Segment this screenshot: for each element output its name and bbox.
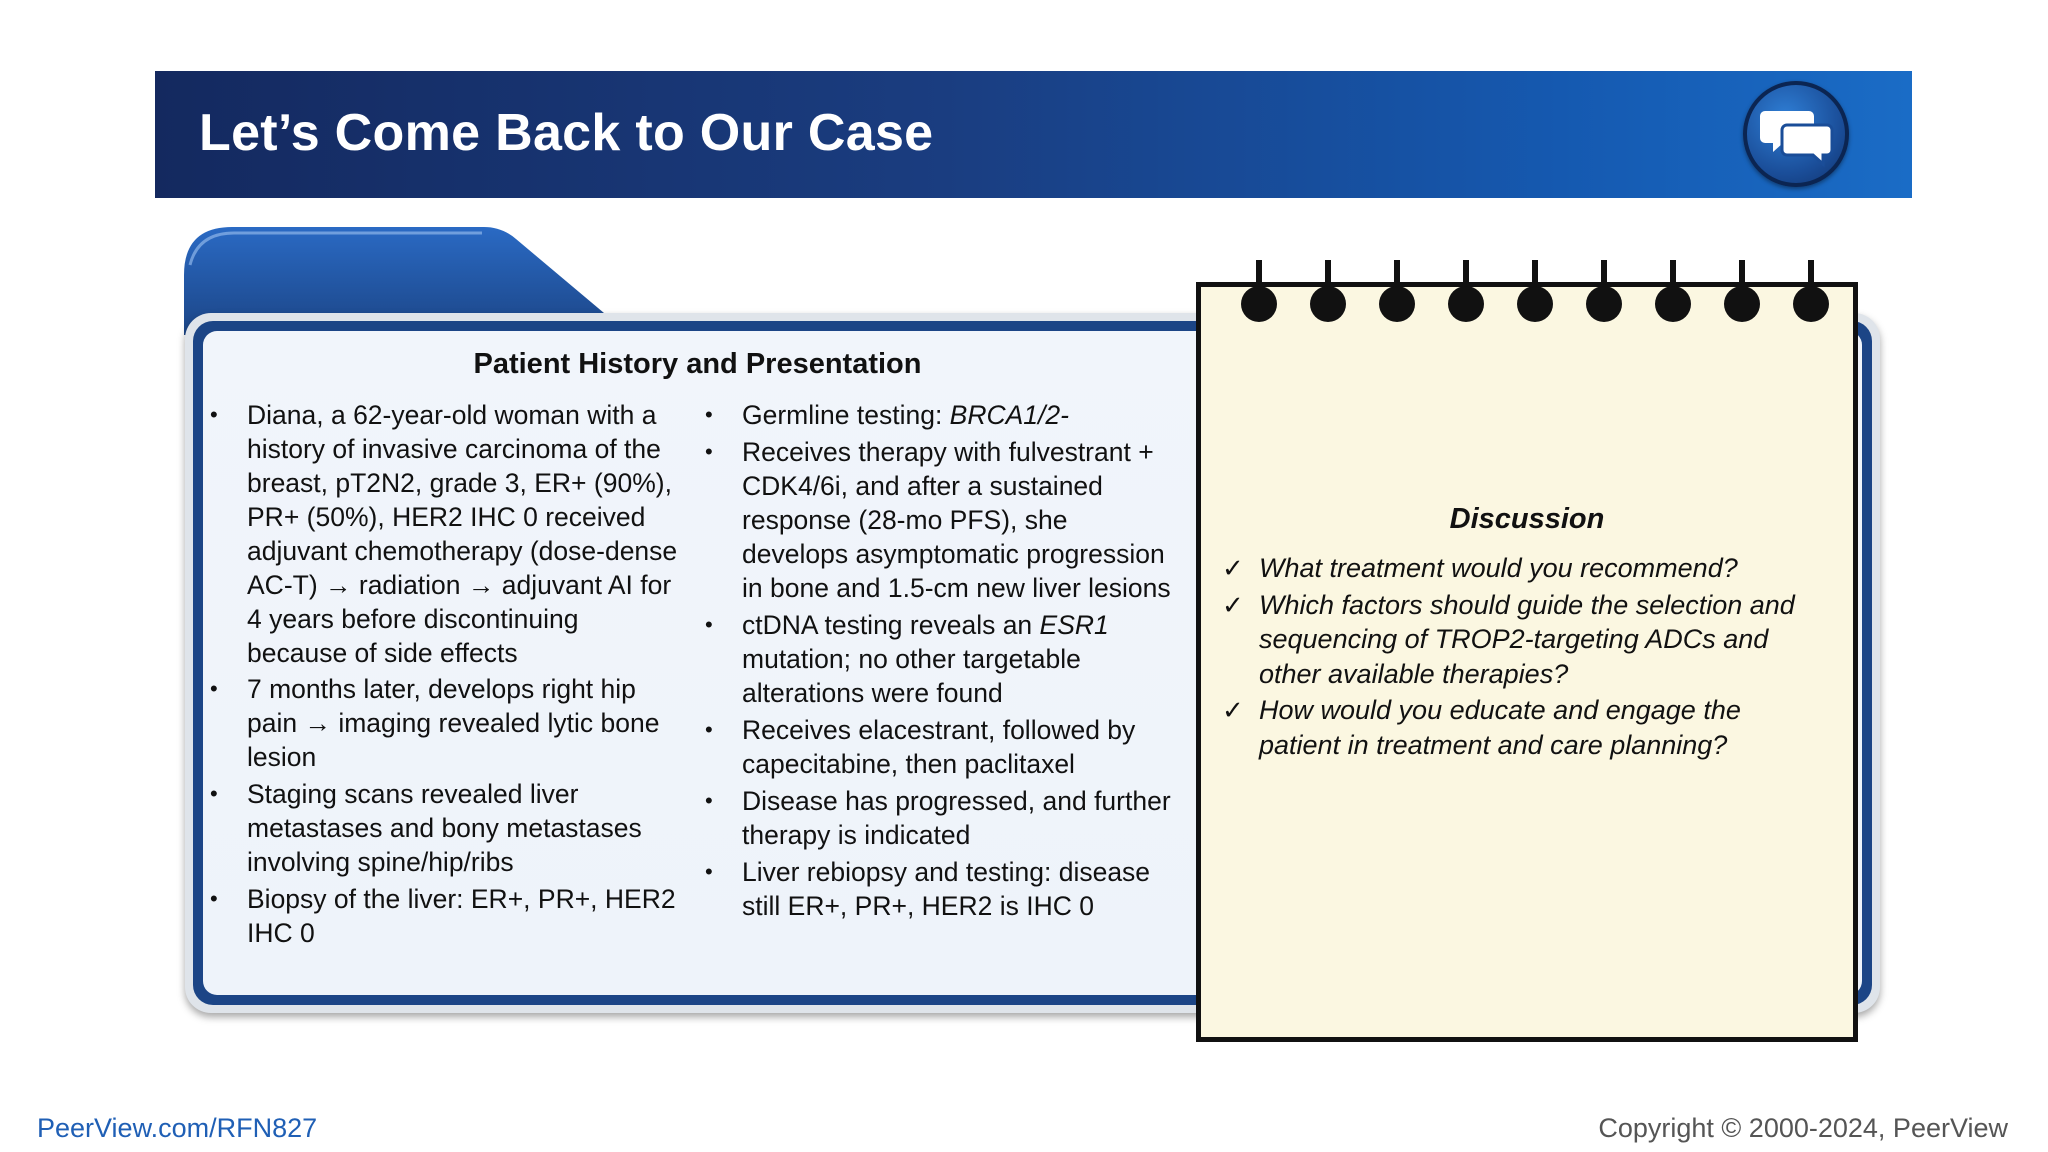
checkmark-icon: ✓: [1222, 695, 1244, 725]
spiral-ring-icon: [1655, 260, 1691, 322]
discussion-item: ✓ How would you educate and engage the pa…: [1222, 693, 1822, 762]
bullet: •: [210, 886, 218, 911]
ctdna-gene: ESR1: [1039, 610, 1109, 640]
list-item: • 7 months later, develops right hip pain…: [210, 672, 680, 774]
list-item: • Liver rebiopsy and testing: disease sti…: [705, 855, 1175, 923]
spiral-ring-icon: [1793, 260, 1829, 322]
slide-title: Let’s Come Back to Our Case: [199, 104, 934, 162]
list-item: • Germline testing: BRCA1/2-: [705, 398, 1175, 432]
spiral-ring-icon: [1517, 260, 1553, 322]
bullet: •: [705, 402, 713, 427]
discussion-list: ✓ What treatment would you recommend? ✓ Wh…: [1222, 551, 1822, 764]
bullet: •: [210, 781, 218, 806]
list-item: • Receives elacestrant, followed by capec…: [705, 713, 1175, 781]
bullet: •: [210, 402, 218, 427]
bullet: •: [705, 859, 713, 884]
history-text: Disease has progressed, and further ther…: [742, 786, 1171, 850]
bullet: •: [210, 676, 218, 701]
copyright-text: Copyright © 2000-2024, PeerView: [1598, 1113, 2008, 1143]
footer-link[interactable]: PeerView.com/RFN827: [37, 1113, 318, 1143]
history-text: Staging scans revealed liver metastases …: [247, 779, 642, 877]
list-item: • Receives therapy with fulvestrant + CDK…: [705, 435, 1175, 605]
spiral-ring-icon: [1310, 260, 1346, 322]
panel-tab: [184, 227, 634, 335]
discussion-item: ✓ What treatment would you recommend?: [1222, 551, 1822, 586]
spiral-ring-icon: [1241, 260, 1277, 322]
discussion-question: How would you educate and engage the pat…: [1259, 695, 1741, 760]
bullet: •: [705, 439, 713, 464]
checkmark-icon: ✓: [1222, 553, 1244, 583]
history-text: Liver rebiopsy and testing: disease stil…: [742, 857, 1151, 921]
list-item: • Disease has progressed, and further the…: [705, 784, 1175, 852]
list-item: • Biopsy of the liver: ER+, PR+, HER2 IHC…: [210, 882, 680, 950]
panel-title: Patient History and Presentation: [473, 348, 922, 380]
ctdna-suffix: mutation; no other targetable alteration…: [742, 644, 1081, 708]
discussion-title: Discussion: [1449, 503, 1605, 535]
chat-bubbles-icon: [1743, 81, 1849, 187]
bullet: •: [705, 612, 713, 637]
spiral-ring-icon: [1379, 260, 1415, 322]
discussion-question: Which factors should guide the selection…: [1259, 589, 1795, 689]
spiral-ring-icon: [1724, 260, 1760, 322]
history-text: 7 months later, develops right hip pain …: [247, 674, 660, 772]
checkmark-icon: ✓: [1222, 589, 1244, 620]
spiral-ring-icon: [1586, 260, 1622, 322]
bullet: •: [705, 788, 713, 813]
list-item: • ctDNA testing reveals an ESR1 mutation;…: [705, 608, 1175, 710]
history-list-right: • Germline testing: BRCA1/2- • Receives th…: [705, 398, 1175, 926]
germline-result: BRCA1/2-: [949, 400, 1069, 430]
slide-header: Let’s Come Back to Our Case: [155, 71, 1912, 198]
list-item: • Diana, a 62-year-old woman with a histo…: [210, 398, 680, 670]
history-text: Receives elacestrant, followed by capeci…: [742, 715, 1136, 779]
discussion-question: What treatment would you recommend?: [1259, 553, 1738, 583]
history-text: Diana, a 62-year-old woman with a histor…: [247, 400, 678, 668]
discussion-item: ✓ Which factors should guide the selectio…: [1222, 588, 1822, 692]
bullet: •: [705, 717, 713, 742]
history-list-left: • Diana, a 62-year-old woman with a histo…: [210, 398, 680, 953]
discussion-notebook: [1196, 282, 1858, 1042]
germline-label: Germline testing:: [742, 400, 950, 430]
history-text: Biopsy of the liver: ER+, PR+, HER2 IHC …: [247, 884, 676, 948]
list-item: • Staging scans revealed liver metastases…: [210, 777, 680, 879]
ctdna-prefix: ctDNA testing reveals an: [742, 610, 1040, 640]
spiral-ring-icon: [1448, 260, 1484, 322]
history-text: Receives therapy with fulvestrant + CDK4…: [742, 437, 1171, 603]
